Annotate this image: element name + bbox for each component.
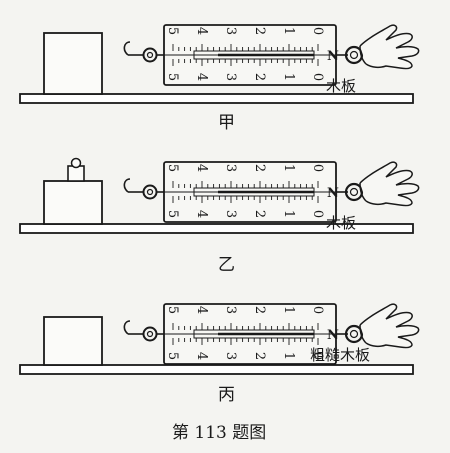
scale-number: 5 — [165, 352, 180, 360]
scale-number: 4 — [194, 27, 209, 35]
scale-number: 3 — [223, 210, 238, 218]
surface-label: 粗糙木板 — [310, 346, 370, 364]
scale-number: 1 — [281, 210, 296, 218]
table-surface — [19, 364, 414, 375]
scale-number: 2 — [252, 27, 267, 35]
panel-3: 粗糙木板 丙 — [19, 302, 420, 405]
wooden-block — [43, 32, 103, 95]
scale-number: 2 — [252, 306, 267, 314]
scale-number: 0 — [310, 27, 325, 35]
unit-letter: N — [327, 328, 339, 343]
panel-label: 丙 — [218, 385, 235, 405]
surface-label: 木板 — [326, 77, 356, 95]
scale-number: 0 — [310, 164, 325, 172]
scale-number: 4 — [194, 73, 209, 81]
scale-number: 5 — [165, 306, 180, 314]
scale-number: 5 — [165, 210, 180, 218]
scale-number: 4 — [194, 164, 209, 172]
unit-letter: N — [327, 186, 339, 201]
scale-number: 0 — [310, 73, 325, 81]
scale-number: 3 — [223, 352, 238, 360]
panel-label: 甲 — [218, 113, 235, 133]
scale-number: 3 — [223, 306, 238, 314]
table-surface — [19, 93, 414, 104]
scale-number: 0 — [310, 352, 325, 360]
scale-number: 2 — [252, 73, 267, 81]
panel-1: 木板 甲 — [19, 23, 420, 133]
scale-number: 2 — [252, 352, 267, 360]
scale-number: 1 — [281, 164, 296, 172]
scale-number: 0 — [310, 210, 325, 218]
scale-number: 5 — [165, 164, 180, 172]
scale-number: 4 — [194, 210, 209, 218]
scale-number: 1 — [281, 352, 296, 360]
panel-label: 乙 — [218, 255, 235, 275]
scale-number: 3 — [223, 27, 238, 35]
scale-number: 1 — [281, 73, 296, 81]
scale-number: 0 — [310, 306, 325, 314]
figure-caption: 第 113 题图 — [172, 423, 266, 443]
scale-number: 1 — [281, 306, 296, 314]
scale-number: 3 — [223, 164, 238, 172]
scale-number: 4 — [194, 306, 209, 314]
panel-2: 木板 乙 — [19, 157, 420, 275]
scale-number: 2 — [252, 164, 267, 172]
scale-number: 5 — [165, 73, 180, 81]
table-surface — [19, 223, 414, 234]
weight-on-block — [67, 157, 85, 182]
surface-label: 木板 — [326, 214, 356, 232]
scale-number: 1 — [281, 27, 296, 35]
scale-number: 4 — [194, 352, 209, 360]
unit-letter: N — [327, 49, 339, 64]
wooden-block — [43, 180, 103, 225]
scale-number: 5 — [165, 27, 180, 35]
wooden-block — [43, 316, 103, 366]
scale-number: 2 — [252, 210, 267, 218]
scale-number: 3 — [223, 73, 238, 81]
